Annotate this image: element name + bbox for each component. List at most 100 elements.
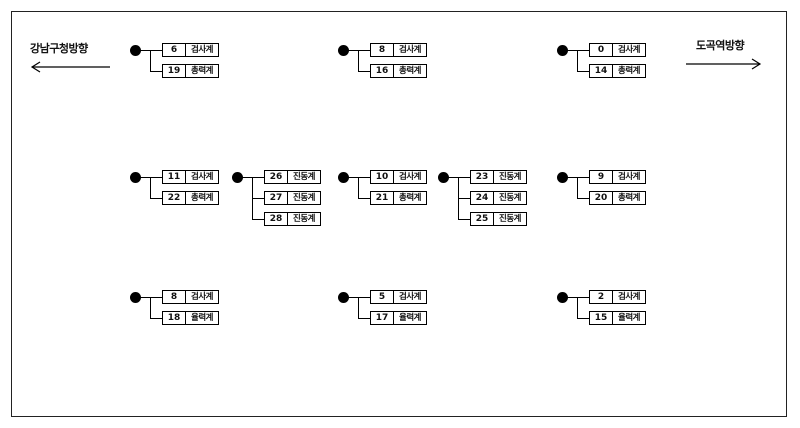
sensor-number: 8: [371, 44, 394, 56]
sensor-row: 26 진동계: [264, 170, 321, 184]
sensor-number: 20: [590, 192, 613, 204]
sensor-number: 0: [590, 44, 613, 56]
connector-line: [150, 318, 162, 320]
connector-line: [252, 219, 264, 221]
connector-line: [150, 297, 152, 319]
sensor-number: 22: [163, 192, 186, 204]
connector-line: [358, 50, 360, 72]
sensor-type-label: 총력계: [191, 193, 213, 203]
connector-line: [150, 71, 162, 73]
connector-line: [577, 177, 579, 199]
sensor-number: 6: [163, 44, 186, 56]
sensor-type-label: 총력계: [618, 66, 640, 76]
sensor-type-label: 검사계: [191, 172, 213, 182]
connector-line: [577, 71, 589, 73]
right-arrow-icon: [686, 58, 762, 70]
connector-line: [150, 198, 162, 200]
sensor-type-label: 진동계: [499, 214, 521, 224]
sensor-type-label: 총력계: [399, 66, 421, 76]
sensor-node: 23 진동계 24 진동계 25 진동계: [438, 170, 638, 262]
sensor-row: 10 검사계: [370, 170, 427, 184]
sensor-type-label: 검사계: [399, 172, 421, 182]
sensor-number: 10: [371, 171, 394, 183]
sensor-row: 8 검사계: [162, 290, 219, 304]
sensor-number: 15: [590, 312, 613, 324]
sensor-number: 24: [471, 192, 494, 204]
sensor-node-dot-icon: [130, 45, 141, 56]
sensor-row: 11 검사계: [162, 170, 219, 184]
sensor-row: 15 율력계: [589, 311, 646, 325]
sensor-type-label: 총력계: [399, 193, 421, 203]
sensor-node: 11 검사계 22 총력계: [130, 170, 330, 262]
sensor-number: 23: [471, 171, 494, 183]
sensor-type-label: 검사계: [399, 45, 421, 55]
connector-line: [358, 318, 370, 320]
sensor-type-label: 검사계: [399, 292, 421, 302]
sensor-type-label: 총력계: [618, 193, 640, 203]
sensor-number: 25: [471, 213, 494, 225]
direction-label-left: 강남구청방향: [30, 42, 88, 55]
sensor-type-label: 검사계: [191, 45, 213, 55]
connector-line: [577, 198, 589, 200]
sensor-node: 2 검사계 15 율력계: [557, 290, 757, 382]
connector-line: [358, 177, 360, 199]
sensor-node-dot-icon: [338, 45, 349, 56]
connector-line: [150, 177, 152, 199]
sensor-row: 6 검사계: [162, 43, 219, 57]
sensor-row: 9 검사계: [589, 170, 646, 184]
direction-label-right: 도곡역방향: [696, 39, 745, 52]
sensor-type-label: 진동계: [293, 214, 315, 224]
sensor-number: 26: [265, 171, 288, 183]
sensor-number: 18: [163, 312, 186, 324]
sensor-number: 11: [163, 171, 186, 183]
sensor-number: 8: [163, 291, 186, 303]
sensor-number: 9: [590, 171, 613, 183]
connector-line: [150, 50, 152, 72]
sensor-number: 2: [590, 291, 613, 303]
sensor-type-label: 진동계: [499, 193, 521, 203]
sensor-row: 23 진동계: [470, 170, 527, 184]
diagram-frame: [11, 11, 787, 417]
sensor-node: 26 진동계 27 진동계 28 진동계: [232, 170, 432, 262]
connector-line: [358, 71, 370, 73]
sensor-number: 14: [590, 65, 613, 77]
sensor-type-label: 진동계: [293, 172, 315, 182]
sensor-number: 27: [265, 192, 288, 204]
sensor-row: 28 진동계: [264, 212, 321, 226]
sensor-node-dot-icon: [557, 45, 568, 56]
sensor-type-label: 진동계: [499, 172, 521, 182]
sensor-row: 25 진동계: [470, 212, 527, 226]
sensor-row: 24 진동계: [470, 191, 527, 205]
sensor-type-label: 율력계: [618, 313, 640, 323]
left-arrow-icon: [30, 61, 110, 73]
sensor-type-label: 총력계: [191, 66, 213, 76]
sensor-node-dot-icon: [557, 292, 568, 303]
sensor-row: 27 진동계: [264, 191, 321, 205]
connector-line: [252, 198, 264, 200]
sensor-number: 5: [371, 291, 394, 303]
connector-line: [577, 297, 579, 319]
sensor-row: 14 총력계: [589, 64, 646, 78]
sensor-number: 28: [265, 213, 288, 225]
sensor-type-label: 검사계: [618, 292, 640, 302]
sensor-number: 17: [371, 312, 394, 324]
connector-line: [577, 318, 589, 320]
sensor-type-label: 진동계: [293, 193, 315, 203]
sensor-node-dot-icon: [232, 172, 243, 183]
connector-line: [458, 219, 470, 221]
sensor-row: 20 총력계: [589, 191, 646, 205]
sensor-type-label: 검사계: [191, 292, 213, 302]
sensor-node-dot-icon: [438, 172, 449, 183]
sensor-node-dot-icon: [338, 172, 349, 183]
sensor-type-label: 검사계: [618, 172, 640, 182]
sensor-number: 16: [371, 65, 394, 77]
sensor-row: 5 검사계: [370, 290, 427, 304]
